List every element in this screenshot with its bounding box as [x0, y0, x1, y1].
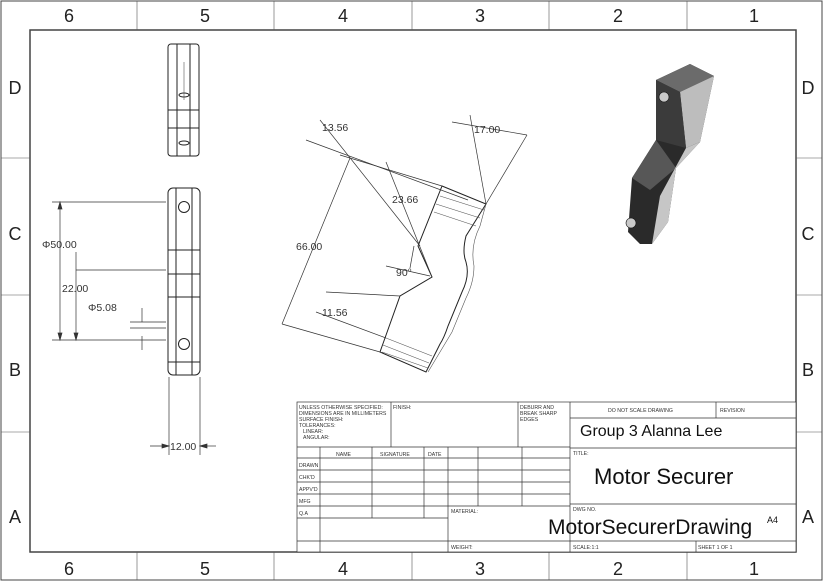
col-label-top-6: 6: [64, 6, 74, 26]
revision-label: REVISION: [720, 408, 745, 414]
col-label-top-2: 2: [613, 6, 623, 26]
row-drawn: DRAWN: [299, 463, 319, 469]
col-label-top-1: 1: [749, 6, 759, 26]
section-view: [379, 185, 487, 373]
dim-12: 12.00: [170, 441, 196, 453]
scale-label: SCALE:1:1: [573, 545, 599, 551]
note-line-5: LINEAR:: [303, 429, 323, 435]
sheet-label: SHEET 1 OF 1: [698, 545, 733, 551]
note-line-1: UNLESS OTHERWISE SPECIFIED:: [299, 405, 383, 411]
dim-17: 17.00: [474, 124, 500, 136]
drawing-number: MotorSecurerDrawing: [548, 516, 752, 539]
finish-label: FINISH:: [393, 405, 411, 411]
note-line-4: TOLERANCES:: [299, 423, 336, 429]
deburr-line-3: EDGES: [520, 417, 539, 423]
col-label-bottom-2: 2: [613, 559, 623, 579]
dim-11-56: 11.56: [322, 307, 348, 319]
dim-13-56: 13.56: [322, 122, 348, 134]
col-name: NAME: [336, 452, 352, 458]
dim-angle-90: 90°: [396, 267, 412, 279]
col-label-bottom-5: 5: [200, 559, 210, 579]
front-dimension-lines: [52, 200, 216, 455]
deburr-line-2: BREAK SHARP: [520, 411, 557, 417]
weight-label: WEIGHT:: [451, 545, 473, 551]
col-label-bottom-6: 6: [64, 559, 74, 579]
dim-23-66: 23.66: [392, 194, 418, 206]
row-label-left-A: A: [9, 507, 21, 527]
drawing-title: Motor Securer: [594, 464, 733, 489]
dim-22: 22.00: [62, 283, 88, 295]
dim-66: 66.00: [296, 241, 322, 253]
title-block-grid: [296, 401, 797, 553]
row-label-right-B: B: [802, 360, 814, 380]
note-line-3: SURFACE FINISH:: [299, 417, 343, 423]
row-checked: CHK'D: [299, 475, 315, 481]
material-label: MATERIAL:: [451, 509, 478, 515]
col-signature: SIGNATURE: [380, 452, 410, 458]
do-not-scale: DO NOT SCALE DRAWING: [608, 408, 673, 414]
dwg-no-label: DWG NO.: [573, 507, 596, 513]
row-label-right-C: C: [802, 224, 815, 244]
section-dimension-lines: [281, 114, 528, 353]
row-label-right-A: A: [802, 507, 814, 527]
front-view: [167, 187, 201, 376]
row-approved: APPV'D: [299, 487, 318, 493]
zone-labels: 6 5 4 3 2 1 6 5 4 3 2 1 D C B A D C B A: [9, 6, 815, 579]
title-label: TITLE:: [573, 451, 589, 457]
deburr-line-1: DEBURR AND: [520, 405, 554, 411]
col-label-top-3: 3: [475, 6, 485, 26]
dim-dia-5-08: Φ5.08: [88, 302, 117, 314]
row-qa: Q.A: [299, 511, 308, 517]
col-label-top-4: 4: [338, 6, 348, 26]
col-date: DATE: [428, 452, 442, 458]
sheet-size: A4: [767, 515, 778, 525]
col-label-bottom-3: 3: [475, 559, 485, 579]
col-label-bottom-4: 4: [338, 559, 348, 579]
note-line-2: DIMENSIONS ARE IN MILLIMETERS: [299, 411, 387, 417]
row-label-right-D: D: [802, 78, 815, 98]
title-block-notes: UNLESS OTHERWISE SPECIFIED: DIMENSIONS A…: [299, 405, 745, 551]
dim-dia-50: Φ50.00: [42, 239, 77, 251]
col-label-bottom-1: 1: [749, 559, 759, 579]
isometric-view: [625, 64, 714, 244]
row-mfg: MFG: [299, 499, 311, 505]
top-view: [167, 43, 200, 157]
row-label-left-B: B: [9, 360, 21, 380]
row-label-left-C: C: [9, 224, 22, 244]
author-name: Group 3 Alanna Lee: [580, 423, 722, 440]
row-label-left-D: D: [9, 78, 22, 98]
note-line-6: ANGULAR:: [303, 435, 330, 441]
col-label-top-5: 5: [200, 6, 210, 26]
